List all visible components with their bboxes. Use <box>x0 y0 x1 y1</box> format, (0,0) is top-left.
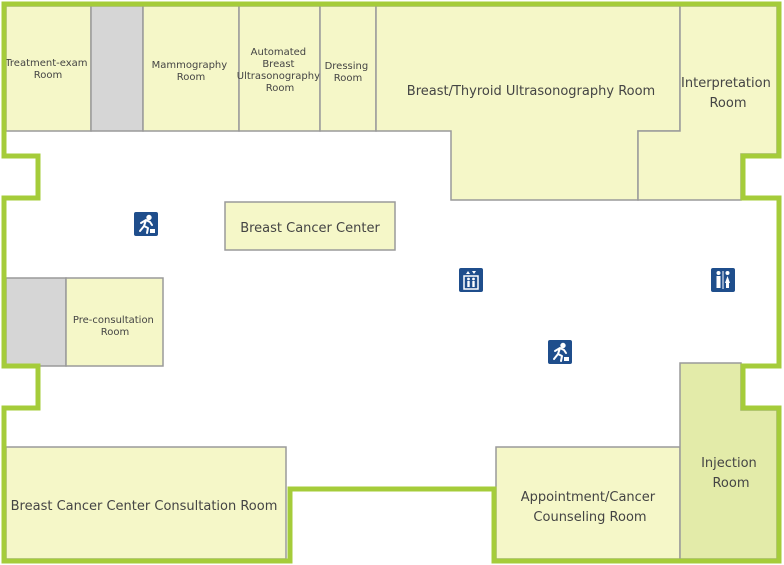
room-label-interpretation-1: Interpretation <box>681 76 771 91</box>
room-label-mammography-2: Room <box>177 72 205 83</box>
svg-text:Dressing Room: Dressing Room <box>325 61 372 84</box>
room-label-consultation: Breast Cancer Center Consultation Room <box>11 499 278 514</box>
room-pre-consultation[interactable]: Pre-consultation Room <box>65 277 164 367</box>
room-label-injection-1: Injection <box>701 456 757 471</box>
room-consultation[interactable]: Breast Cancer Center Consultation Room <box>5 446 287 560</box>
room-appointment-cancer-counseling[interactable]: Appointment/Cancer Counseling Room <box>495 446 681 560</box>
room-label-pre-consultation-2: Room <box>101 327 129 338</box>
room-label-appointment-2: Counseling Room <box>533 510 646 525</box>
room-label-mammography-1: Mammography <box>152 60 228 71</box>
room-label-dressing-2: Room <box>334 73 362 84</box>
room-breast-thyroid-ultrasonography[interactable]: Breast/Thyroid Ultrasonography Room <box>375 5 681 201</box>
room-label-interpretation-2: Room <box>709 96 746 111</box>
room-mammography[interactable]: Mammography Room <box>142 5 240 132</box>
room-label-automated-4: Room <box>266 83 294 94</box>
room-treatment-exam[interactable]: Treatment-exam Room <box>4 5 92 132</box>
room-label-automated-3: Ultrasonography <box>237 71 320 82</box>
room-label-treatment-exam-1: Treatment-exam <box>4 58 87 69</box>
room-label-treatment-exam-2: Room <box>34 70 62 81</box>
svg-text:Breast Cancer Center Consultat: Breast Cancer Center Consultation Room <box>11 499 278 514</box>
svg-text:Interpretation Room: Interpretation Room <box>681 76 775 111</box>
room-label-injection-2: Room <box>712 476 749 491</box>
emergency-exit-icon <box>134 212 158 236</box>
emergency-exit-icon <box>548 340 572 364</box>
room-label-automated-1: Automated <box>251 47 307 58</box>
room-label-pre-consultation-1: Pre-consultation <box>73 315 154 326</box>
svg-text:Pre-consultation Room: Pre-consultation Room <box>73 315 157 338</box>
svg-text:Appointment/Cancer Couns: Appointment/Cancer Counseling Room <box>521 490 660 525</box>
room-label-appointment-1: Appointment/Cancer <box>521 490 656 505</box>
svg-text:Mammography Room: Mammography Room <box>152 60 231 83</box>
room-automated-breast-ultrasonography[interactable]: Automated Breast Ultrasonography Room <box>237 5 323 132</box>
storage-room-top <box>90 5 144 132</box>
svg-text:Treatment-exam Room: Treatment-exam Room <box>4 58 90 81</box>
room-dressing[interactable]: Dressing Room <box>319 5 377 132</box>
room-label-dressing-1: Dressing <box>325 61 369 72</box>
room-label-automated-2: Breast <box>262 59 294 70</box>
room-label-breast-thyroid: Breast/Thyroid Ultrasonography Room <box>407 84 655 99</box>
svg-text:Injection Room: Injection Room <box>701 456 761 491</box>
svg-text:Automated Breast U: Automated Breast Ultrasonography Room <box>237 47 323 94</box>
storage-room-left <box>5 277 67 367</box>
restroom-icon <box>711 268 735 292</box>
svg-text:Breast Cancer Center: Breast Cancer Center <box>240 221 380 236</box>
room-injection[interactable]: Injection Room <box>679 362 778 560</box>
room-breast-cancer-center[interactable]: Breast Cancer Center <box>224 201 396 251</box>
elevator-icon <box>459 268 483 292</box>
room-label-breast-cancer-center: Breast Cancer Center <box>240 221 380 236</box>
svg-text:Breast/Thyroid Ultrasonography: Breast/Thyroid Ultrasonography Room <box>407 84 655 99</box>
